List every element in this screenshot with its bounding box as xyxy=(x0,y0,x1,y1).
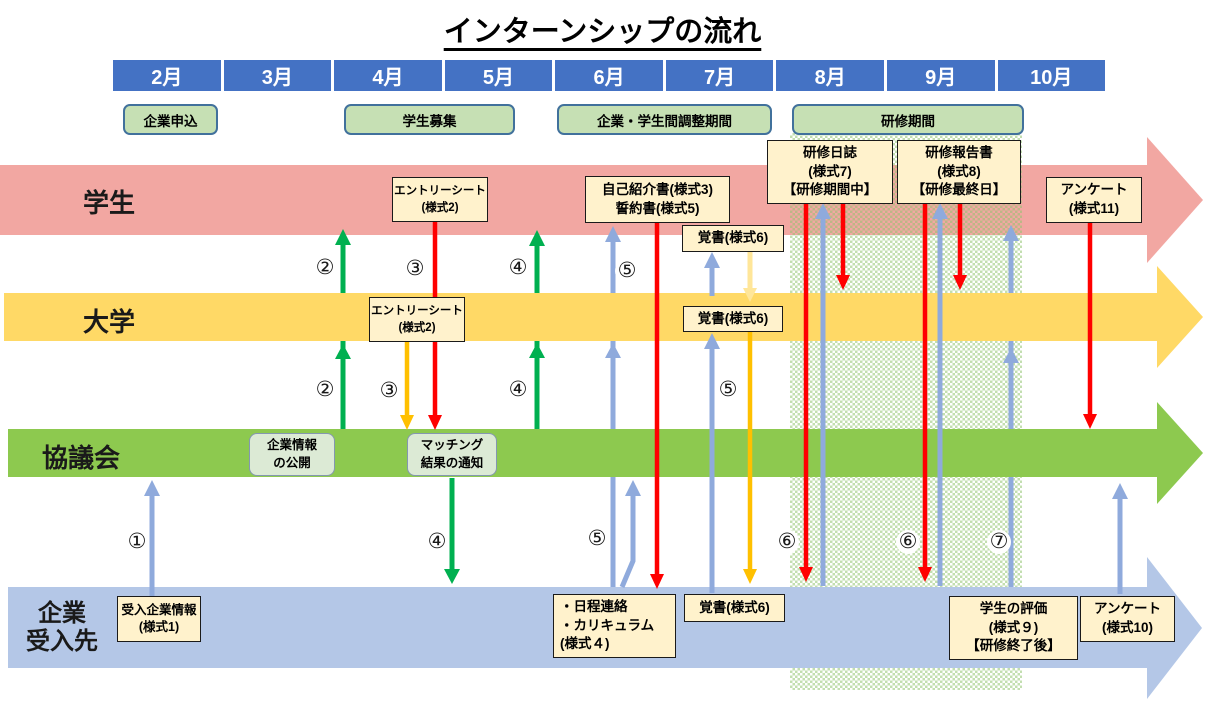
arrow-selfintro-to-company xyxy=(650,221,664,589)
lane-band-university-arrowhead xyxy=(1157,266,1203,368)
arrow-company-to-report xyxy=(932,203,948,586)
step-4-c: ④ xyxy=(425,530,449,554)
lane-band-council-arrowhead xyxy=(1157,402,1203,504)
step-6-a: ⑥ xyxy=(775,530,799,554)
step-4-a: ④ xyxy=(506,256,530,280)
step-2-b: ② xyxy=(313,378,337,402)
box-accept-company-info: 受入企業情報 (様式1) xyxy=(117,596,201,642)
lane-label-company: 企業 受入先 xyxy=(26,600,98,655)
month-feb: 2月 xyxy=(113,60,221,91)
arrow-diary-to-univ xyxy=(836,202,850,290)
month-sep: 9月 xyxy=(886,60,995,91)
month-oct: 10月 xyxy=(997,60,1106,91)
arrow-survey11-to-council xyxy=(1083,222,1097,429)
period-student-recruit: 学生募集 xyxy=(344,104,515,135)
month-jul: 7月 xyxy=(665,60,774,91)
box-survey-10: アンケート (様式10) xyxy=(1080,596,1175,642)
month-jun: 6月 xyxy=(555,60,663,91)
month-mar: 3月 xyxy=(223,60,332,91)
arrow-report-to-company xyxy=(918,202,932,582)
arrow-survey10-to-council xyxy=(1112,483,1128,594)
arrow-memo-univ-to-company xyxy=(743,331,757,584)
box-memo-student: 覚書(様式6) xyxy=(682,225,784,252)
arrow-entry-univ-to-council xyxy=(400,341,414,430)
arrow-accept-info-to-council xyxy=(144,480,160,596)
step-1: ① xyxy=(125,530,149,554)
month-header: 2月 3月 4月 5月 6月 7月 8月 9月 10月 xyxy=(113,60,1106,91)
step-2-a: ② xyxy=(313,256,337,280)
arrow-company-to-diary xyxy=(815,203,831,586)
box-memo-university: 覚書(様式6) xyxy=(683,306,783,332)
arrow-memo-company-to-univ xyxy=(704,333,720,593)
step-4-b: ④ xyxy=(506,378,530,402)
step-7: ⑦ xyxy=(987,530,1011,554)
arrow-diary-to-company xyxy=(799,202,813,582)
page-title: インターンシップの流れ xyxy=(443,16,762,48)
box-company-info-release: 企業情報 の公開 xyxy=(249,433,335,476)
lane-band-university xyxy=(4,293,1158,341)
box-schedule-curriculum: ・日程連絡 ・カリキュラム (様式４) xyxy=(553,594,676,658)
box-self-intro-pledge: 自己紹介書(様式3) 誓約書(様式5) xyxy=(585,176,730,223)
lane-label-university: 大学 xyxy=(83,307,136,337)
month-apr: 4月 xyxy=(334,60,442,91)
step-5-c: ⑤ xyxy=(585,527,609,551)
arrow-memo-univ-to-student xyxy=(704,252,720,296)
lane-band-council xyxy=(8,429,1158,477)
box-student-evaluation: 学生の評価 (様式９) 【研修終了後】 xyxy=(949,596,1078,660)
period-training: 研修期間 xyxy=(792,104,1024,135)
box-entry-sheet-university: エントリーシート (様式2) xyxy=(369,297,465,342)
period-adjustment: 企業・学生間調整期間 xyxy=(557,104,772,135)
step-6-b: ⑥ xyxy=(896,530,920,554)
arrow-matching-to-company xyxy=(444,478,460,584)
period-company-apply: 企業申込 xyxy=(123,104,218,135)
box-matching-notice: マッチング 結果の通知 xyxy=(407,433,497,476)
box-survey-11: アンケート (様式11) xyxy=(1046,177,1142,223)
step-3-a: ③ xyxy=(403,257,427,281)
arrow-schedule-to-council xyxy=(619,480,641,588)
arrow-report-to-univ xyxy=(953,202,967,290)
box-entry-sheet-student: エントリーシート (様式2) xyxy=(392,177,488,222)
month-may: 5月 xyxy=(444,60,553,91)
box-training-diary: 研修日誌 (様式7) 【研修期間中】 xyxy=(767,140,893,204)
step-3-b: ③ xyxy=(377,379,401,403)
box-memo-company: 覚書(様式6) xyxy=(684,594,785,622)
lane-label-student: 学生 xyxy=(83,188,136,218)
lane-band-student-arrowhead xyxy=(1147,137,1203,263)
month-aug: 8月 xyxy=(776,60,884,91)
lane-label-council: 協議会 xyxy=(42,443,121,473)
arrow-memo-student-to-univ xyxy=(743,248,757,302)
step-5-a: ⑤ xyxy=(615,259,639,283)
box-training-report: 研修報告書 (様式8) 【研修最終日】 xyxy=(897,140,1021,204)
step-5-b: ⑤ xyxy=(716,378,740,402)
